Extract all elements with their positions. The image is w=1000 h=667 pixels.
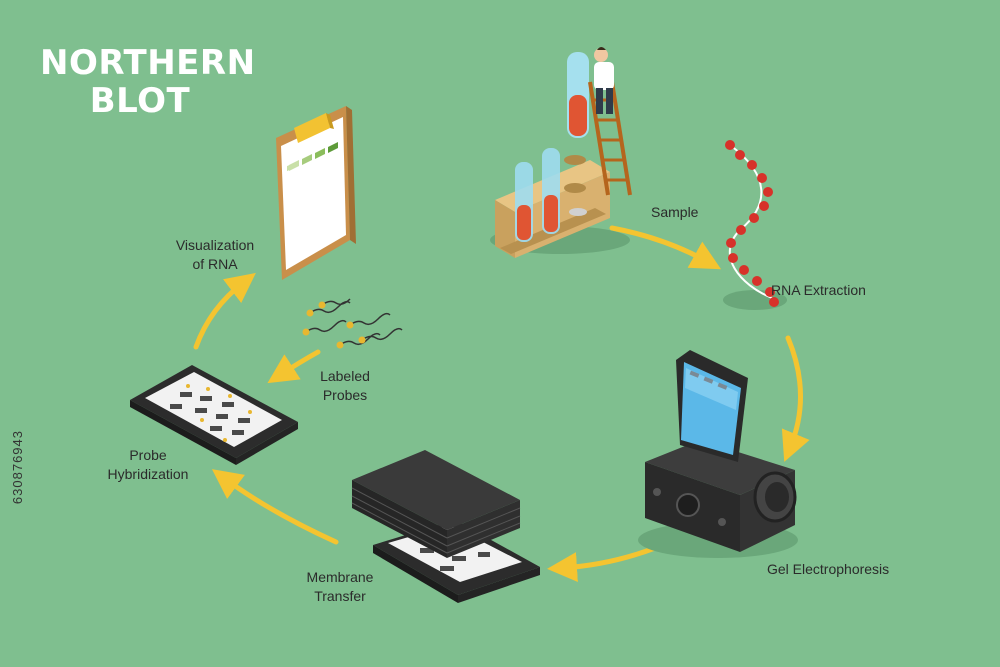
- flow-arrows: [193, 225, 810, 583]
- arrow-membrane-to-hybridization: [211, 469, 339, 545]
- gel-electrophoresis-illustration: [638, 350, 798, 558]
- step-label-visualization-of-rna: Visualization of RNA: [160, 236, 270, 274]
- page-title: NORTHERN BLOT: [40, 43, 256, 121]
- arrow-sample-to-extraction: [609, 225, 722, 270]
- probe-hybridization-line-2: Hybridization: [107, 466, 189, 482]
- title-line-2: BLOT: [89, 81, 191, 121]
- title-line-1: NORTHERN: [40, 43, 256, 83]
- visualization-clipboard-illustration: [276, 106, 356, 280]
- step-label-sample: Sample: [651, 204, 699, 220]
- arrow-hybridization-to-visualization: [193, 272, 256, 350]
- arrow-gel-to-membrane: [547, 545, 658, 583]
- probe-hybridization-illustration: [130, 365, 298, 465]
- labeled-probes-line-2: Probes: [322, 387, 368, 403]
- arrow-probes-to-hybridization: [267, 349, 321, 384]
- labeled-probes-illustration: [302, 298, 403, 349]
- membrane-transfer-illustration: [351, 450, 540, 603]
- membrane-transfer-line-1: Membrane: [306, 569, 374, 585]
- arrow-extraction-to-gel: [781, 335, 810, 462]
- step-label-gel-electrophoresis: Gel Electrophoresis: [767, 561, 890, 577]
- step-label-labeled-probes: Labeled Probes: [300, 367, 390, 405]
- visualization-line-1: Visualization: [175, 237, 255, 253]
- probe-hybridization-line-1: Probe: [129, 447, 167, 463]
- step-label-membrane-transfer: Membrane Transfer: [290, 568, 390, 606]
- sample-illustration: [490, 47, 632, 258]
- membrane-transfer-line-2: Transfer: [314, 588, 366, 604]
- stock-id-text: 630876943: [10, 430, 25, 505]
- labeled-probes-line-1: Labeled: [320, 368, 370, 384]
- visualization-line-2: of RNA: [192, 256, 238, 272]
- rna-strand-illustration: [723, 140, 787, 310]
- step-label-rna-extraction: RNA Extraction: [771, 282, 866, 298]
- step-label-probe-hybridization: Probe Hybridization: [88, 446, 208, 484]
